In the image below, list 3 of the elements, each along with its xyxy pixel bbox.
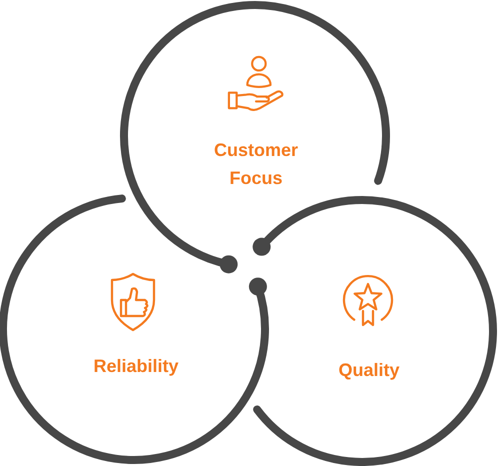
section-title: Reliability bbox=[93, 355, 179, 378]
section-title: Quality bbox=[338, 359, 400, 382]
section-title: Customer Focus bbox=[214, 139, 298, 190]
